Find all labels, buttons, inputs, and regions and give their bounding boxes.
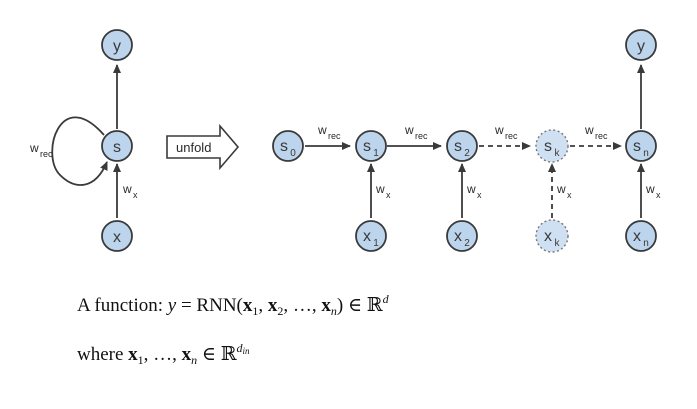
svg-text:rec: rec: [40, 149, 53, 159]
weight-label-wx-left: w x: [122, 182, 138, 200]
node-s2: s 2: [446, 130, 478, 162]
node-sn: s n: [625, 130, 657, 162]
weight-label-wx-1: w x: [375, 182, 391, 200]
svg-text:w: w: [584, 123, 594, 137]
node-xn: x n: [625, 220, 657, 252]
svg-text:s: s: [454, 138, 462, 155]
svg-text:1: 1: [373, 238, 379, 249]
svg-text:x: x: [656, 190, 661, 200]
svg-text:w: w: [317, 123, 327, 137]
formula-function-definition: A function: y = RNN(x1, x2, …, xn) ∈ ℝd: [77, 292, 389, 318]
weight-label-wx-k: w x: [556, 182, 572, 200]
node-y-right: y: [625, 29, 657, 61]
svg-text:s: s: [363, 138, 371, 155]
node-sk: s k: [535, 129, 569, 163]
svg-text:unfold: unfold: [176, 140, 211, 155]
svg-text:x: x: [454, 228, 462, 245]
weight-label-wx-2: w x: [466, 182, 482, 200]
node-x1: x 1: [355, 220, 387, 252]
recurrent-loop: [51, 116, 108, 186]
svg-text:rec: rec: [595, 131, 608, 141]
svg-text:0: 0: [290, 148, 296, 159]
svg-text:y: y: [637, 38, 645, 55]
svg-text:x: x: [633, 228, 641, 245]
weight-label-wrec-2: w rec: [404, 123, 428, 141]
svg-text:x: x: [477, 190, 482, 200]
svg-text:1: 1: [373, 148, 379, 159]
svg-text:rec: rec: [505, 131, 518, 141]
weight-label-wx-n: w x: [645, 182, 661, 200]
node-s0: s 0: [272, 130, 304, 162]
node-s1: s 1: [355, 130, 387, 162]
weight-label-wrec-4: w rec: [584, 123, 608, 141]
svg-text:s: s: [280, 138, 288, 155]
svg-text:x: x: [567, 190, 572, 200]
svg-text:s: s: [113, 139, 121, 156]
svg-text:w: w: [494, 123, 504, 137]
svg-text:s: s: [633, 138, 641, 155]
node-x2: x 2: [446, 220, 478, 252]
node-s-left: s: [101, 130, 133, 162]
svg-text:w: w: [556, 182, 566, 196]
svg-text:n: n: [643, 238, 649, 249]
weight-label-wrec-1: w rec: [317, 123, 341, 141]
node-xk: x k: [535, 219, 569, 253]
svg-text:w: w: [29, 141, 39, 155]
svg-text:y: y: [113, 38, 121, 55]
svg-text:w: w: [122, 182, 132, 196]
weight-label-wrec-3: w rec: [494, 123, 518, 141]
node-y-left: y: [101, 29, 133, 61]
svg-text:2: 2: [464, 148, 470, 159]
svg-text:s: s: [544, 138, 552, 155]
svg-text:x: x: [544, 228, 552, 245]
svg-text:rec: rec: [415, 131, 428, 141]
svg-text:k: k: [555, 238, 561, 249]
unfold-arrow: unfold: [166, 123, 240, 171]
svg-text:x: x: [133, 190, 138, 200]
svg-text:2: 2: [464, 238, 470, 249]
svg-text:x: x: [386, 190, 391, 200]
svg-text:x: x: [363, 228, 371, 245]
weight-label-wrec-loop: w rec: [29, 141, 53, 159]
svg-text:x: x: [113, 229, 121, 246]
svg-text:w: w: [404, 123, 414, 137]
svg-text:k: k: [555, 148, 561, 159]
svg-text:rec: rec: [328, 131, 341, 141]
node-x-left: x: [101, 220, 133, 252]
formula-input-domain: where x1, …, xn ∈ ℝdin: [77, 341, 250, 367]
svg-text:w: w: [375, 182, 385, 196]
svg-text:w: w: [645, 182, 655, 196]
svg-text:n: n: [643, 148, 649, 159]
svg-text:w: w: [466, 182, 476, 196]
